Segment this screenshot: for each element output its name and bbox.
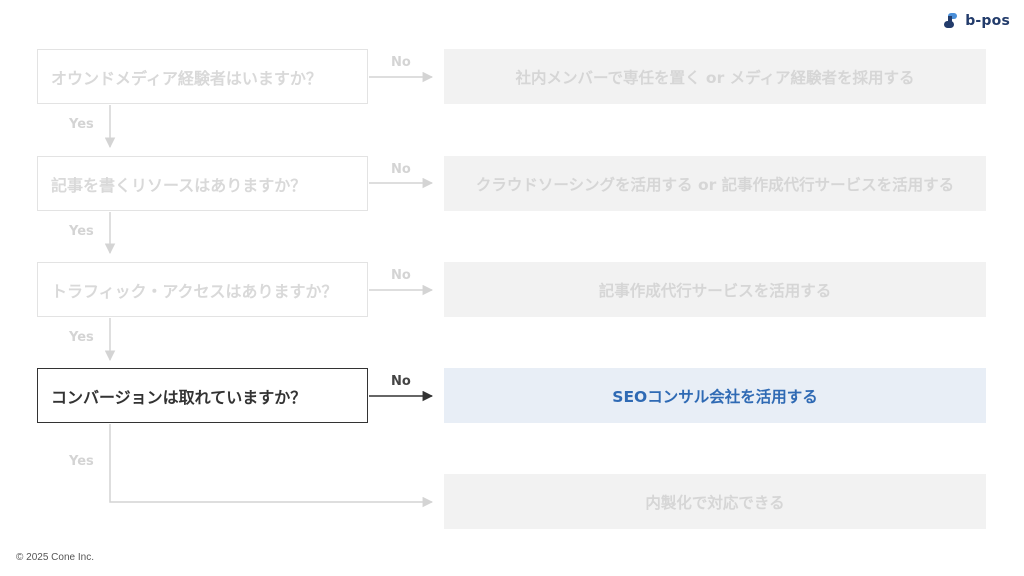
yes-label-2: Yes	[69, 224, 94, 239]
no-label-1: No	[391, 55, 411, 70]
brand-logo: b-pos	[943, 11, 1010, 31]
question-box-2: 記事を書くリソースはありますか？	[37, 156, 368, 211]
question-box-3: トラフィック・アクセスはありますか？	[37, 262, 368, 317]
b-pos-logo-icon	[944, 13, 958, 28]
yes-arrow-4	[109, 424, 434, 508]
question-box-4: コンバージョンは取れていますか？	[37, 368, 368, 423]
final-answer-box: 内製化で対応できる	[444, 474, 986, 529]
answer-box-2: クラウドソーシングを活用する or 記事作成代行サービスを活用する	[444, 156, 986, 211]
question-box-1: オウンドメディア経験者はいますか？	[37, 49, 368, 104]
no-label-3: No	[391, 268, 411, 283]
answer-box-4: SEOコンサル会社を活用する	[444, 368, 986, 423]
no-label-2: No	[391, 162, 411, 177]
answer-box-1: 社内メンバーで専任を置く or メディア経験者を採用する	[444, 49, 986, 104]
answer-box-3: 記事作成代行サービスを活用する	[444, 262, 986, 317]
brand-name: b-pos	[965, 13, 1010, 29]
yes-label-3: Yes	[69, 330, 94, 345]
no-label-4: No	[391, 374, 411, 389]
yes-label-4: Yes	[69, 454, 94, 469]
copyright: © 2025 Cone Inc.	[16, 552, 94, 563]
yes-label-1: Yes	[69, 117, 94, 132]
